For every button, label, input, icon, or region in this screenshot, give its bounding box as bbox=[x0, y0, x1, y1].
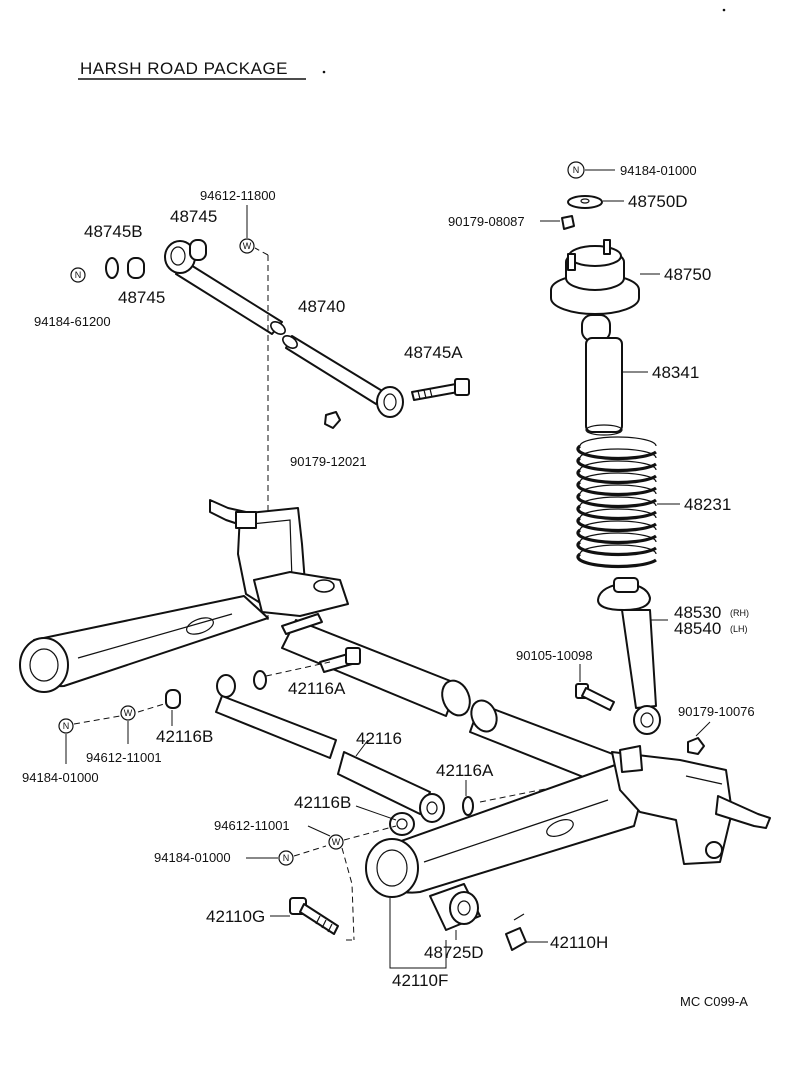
axle-beam-tube bbox=[281, 619, 619, 787]
coil-turn-back bbox=[579, 484, 657, 495]
label-94612-11001-left: 94612-11001 bbox=[86, 750, 162, 765]
label-94184-61200: 94184-61200 bbox=[34, 314, 111, 329]
nut-symbol: N bbox=[58, 718, 74, 734]
coil-turn-front bbox=[576, 552, 657, 569]
right-knuckle-bracket bbox=[611, 745, 771, 865]
label-48540: 48540 bbox=[674, 619, 721, 638]
bolt-42110G bbox=[270, 897, 339, 935]
coil-turn-back bbox=[579, 472, 657, 483]
label-94184-01000-top: 94184-01000 bbox=[620, 163, 697, 178]
right-trailing-arm bbox=[365, 763, 643, 898]
bolt-48745A bbox=[411, 378, 470, 401]
coil-turn-front bbox=[576, 480, 657, 497]
washer-42116A-lower bbox=[462, 796, 474, 816]
coil-turn-front bbox=[576, 516, 657, 533]
shock-absorber-48530-48540 bbox=[597, 577, 668, 735]
label-42116B-mid: 42116B bbox=[294, 793, 351, 812]
label-90179-12021: 90179-12021 bbox=[290, 454, 367, 469]
lateral-link-48740 bbox=[164, 240, 404, 418]
bump-stop-48341 bbox=[581, 314, 648, 436]
coil-turn-front bbox=[576, 504, 657, 521]
washer-symbol: W bbox=[239, 238, 255, 254]
coil-turn-back bbox=[579, 544, 657, 555]
label-48740: 48740 bbox=[298, 297, 345, 316]
label-42116B-left: 42116B bbox=[156, 727, 213, 746]
coil-turn-front bbox=[576, 528, 657, 545]
footer-code: MC C099-A bbox=[680, 994, 748, 1009]
label-48745B: 48745B bbox=[84, 222, 143, 241]
label-48530: 48530 bbox=[674, 603, 721, 622]
stray-dot bbox=[322, 70, 326, 74]
coil-turn-back bbox=[579, 436, 657, 447]
svg-text:N: N bbox=[75, 270, 82, 280]
coil-turn-back bbox=[579, 532, 657, 543]
svg-text:W: W bbox=[243, 241, 252, 251]
washer-symbol: W bbox=[120, 705, 136, 721]
left-trailing-arm bbox=[19, 595, 269, 693]
nut-90179-08087 bbox=[561, 215, 575, 230]
nut-symbol: N bbox=[278, 850, 294, 866]
washer-42116A bbox=[253, 670, 267, 690]
label-94612-11001-mid: 94612-11001 bbox=[214, 818, 290, 833]
label-42116A-upper: 42116A bbox=[288, 679, 346, 698]
svg-text:N: N bbox=[283, 853, 290, 863]
label-94184-01000-mid: 94184-01000 bbox=[154, 850, 231, 865]
bolt-90105-10098 bbox=[575, 664, 615, 711]
diagram-title: HARSH ROAD PACKAGE bbox=[80, 59, 288, 78]
nut-90179-10076 bbox=[687, 737, 705, 755]
washer-symbol: W bbox=[328, 834, 344, 850]
svg-text:W: W bbox=[124, 708, 133, 718]
label-90179-08087: 90179-08087 bbox=[448, 214, 525, 229]
svg-text:N: N bbox=[63, 721, 70, 731]
bushing-48745 bbox=[105, 239, 207, 279]
label-90179-10076: 90179-10076 bbox=[678, 704, 755, 719]
svg-text:N: N bbox=[573, 165, 580, 175]
label-94184-01000-left: 94184-01000 bbox=[22, 770, 99, 785]
coil-turn-front bbox=[576, 468, 657, 485]
label-48725D: 48725D bbox=[424, 943, 484, 962]
upper-mount-48750 bbox=[550, 239, 660, 315]
label-48341: 48341 bbox=[652, 363, 699, 382]
label-48745A: 48745A bbox=[404, 343, 463, 362]
bushing-42116B-mid bbox=[389, 812, 415, 836]
washer-48750D bbox=[567, 195, 603, 209]
bushing-48725D bbox=[429, 883, 481, 940]
bushing-42116B bbox=[165, 689, 181, 709]
svg-text:W: W bbox=[332, 837, 341, 847]
coil-turn-front bbox=[576, 540, 657, 557]
coil-turn-front bbox=[576, 444, 657, 461]
nut-symbol: N bbox=[70, 267, 86, 283]
label-42110H: 42110H bbox=[550, 933, 608, 952]
label-48530-rh: (RH) bbox=[730, 608, 749, 618]
label-48540-lh: (LH) bbox=[730, 624, 748, 634]
stray-dot bbox=[722, 8, 726, 12]
label-48231: 48231 bbox=[684, 495, 731, 514]
nut-42110H bbox=[505, 913, 548, 951]
left-knuckle-bracket bbox=[209, 499, 349, 617]
label-94612-11800: 94612-11800 bbox=[200, 188, 276, 203]
label-48750: 48750 bbox=[664, 265, 711, 284]
label-48745-mid: 48745 bbox=[118, 288, 165, 307]
coil-turn-back bbox=[579, 448, 657, 459]
nut-symbol: N bbox=[567, 161, 585, 179]
bolt-42116A-side bbox=[319, 647, 361, 673]
label-48750D: 48750D bbox=[628, 192, 688, 211]
coil-turn-front bbox=[576, 456, 657, 473]
nut-90179-12021 bbox=[324, 411, 341, 429]
label-42116: 42116 bbox=[356, 729, 402, 748]
label-42110F: 42110F bbox=[392, 971, 448, 990]
label-90105-10098: 90105-10098 bbox=[516, 648, 593, 663]
coil-turn-back bbox=[579, 520, 657, 531]
lower-link-42116 bbox=[215, 674, 445, 823]
label-48745-top: 48745 bbox=[170, 207, 217, 226]
label-42116A-lower: 42116A bbox=[436, 761, 494, 780]
coil-turn-back bbox=[579, 496, 657, 507]
coil-turn-back bbox=[579, 460, 657, 471]
coil-turn-front bbox=[576, 492, 657, 509]
label-42110G: 42110G bbox=[206, 907, 265, 926]
coil-turn-back bbox=[579, 508, 657, 519]
coil-spring-48231 bbox=[576, 436, 657, 569]
